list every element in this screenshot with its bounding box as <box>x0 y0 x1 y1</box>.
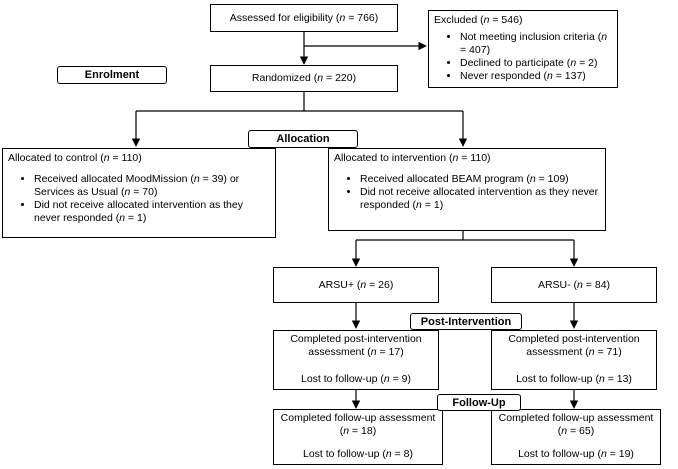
followup-right-completed: Completed follow-up assessment (n = 65) <box>496 412 656 438</box>
intervention-list: Received allocated BEAM program (n = 109… <box>334 173 600 212</box>
intervention-item: Did not receive allocated intervention a… <box>360 186 600 212</box>
control-box: Allocated to control (n = 110) Received … <box>2 148 276 238</box>
control-item: Did not receive allocated intervention a… <box>34 199 270 225</box>
excluded-item: Never responded (n = 137) <box>460 70 612 83</box>
followup-left-box: Completed follow-up assessment (n = 18) … <box>273 409 443 465</box>
assessed-box: Assessed for eligibility (n = 766) <box>210 4 398 32</box>
post-right-completed: Completed post-intervention assessment (… <box>508 333 640 358</box>
control-list: Received allocated MoodMission (n = 39) … <box>8 173 270 225</box>
intervention-item: Received allocated BEAM program (n = 109… <box>360 173 600 186</box>
excluded-title: Excluded (n = 546) <box>434 14 523 26</box>
followup-left-completed: Completed follow-up assessment (n = 18) <box>278 412 438 438</box>
followup-right-box: Completed follow-up assessment (n = 65) … <box>491 409 661 465</box>
randomized-box: Randomized (n = 220) <box>210 65 398 92</box>
post-right-lost: Lost to follow-up (n = 13) <box>516 373 632 385</box>
randomized-label: Randomized (n = 220) <box>251 72 357 84</box>
followup-left-lost: Lost to follow-up (n = 8) <box>302 448 414 460</box>
followup-right-lost: Lost to follow-up (n = 19) <box>518 448 634 460</box>
post-left-completed: Completed post-intervention assessment (… <box>290 333 422 358</box>
intervention-box: Allocated to intervention (n = 110) Rece… <box>328 148 606 231</box>
stage-post-intervention: Post-Intervention <box>410 313 522 330</box>
stage-enrolment: Enrolment <box>57 66 167 84</box>
stage-post-intervention-label: Post-Intervention <box>420 315 512 328</box>
post-left-box: Completed post-intervention assessment (… <box>273 330 439 390</box>
followup-right-completed-text: Completed follow-up assessment (n = 65) <box>498 412 654 437</box>
stage-allocation: Allocation <box>248 130 358 148</box>
excluded-list: Not meeting inclusion criteria (n = 407)… <box>434 31 612 83</box>
control-title: Allocated to control (n = 110) <box>8 152 142 164</box>
post-right-box: Completed post-intervention assessment (… <box>491 330 657 390</box>
arsu-plus-box: ARSU+ (n = 26) <box>273 267 439 303</box>
assessed-label: Assessed for eligibility (n = 766) <box>229 11 379 24</box>
control-item: Received allocated MoodMission (n = 39) … <box>34 173 270 199</box>
excluded-item: Not meeting inclusion criteria (n = 407) <box>460 31 612 57</box>
arsu-minus-box: ARSU- (n = 84) <box>491 267 657 303</box>
stage-follow-up: Follow-Up <box>437 394 521 411</box>
post-left-lost: Lost to follow-up (n = 9) <box>300 373 412 385</box>
intervention-title: Allocated to intervention (n = 110) <box>334 152 491 164</box>
stage-allocation-label: Allocation <box>276 133 330 145</box>
excluded-item: Declined to participate (n = 2) <box>460 57 612 70</box>
stage-follow-up-label: Follow-Up <box>452 396 506 409</box>
arsu-plus-label: ARSU+ (n = 26) <box>318 278 394 291</box>
excluded-box: Excluded (n = 546) Not meeting inclusion… <box>428 10 618 88</box>
arsu-minus-label: ARSU- (n = 84) <box>537 278 611 291</box>
stage-enrolment-label: Enrolment <box>84 69 140 81</box>
followup-left-completed-text: Completed follow-up assessment (n = 18) <box>280 412 436 437</box>
